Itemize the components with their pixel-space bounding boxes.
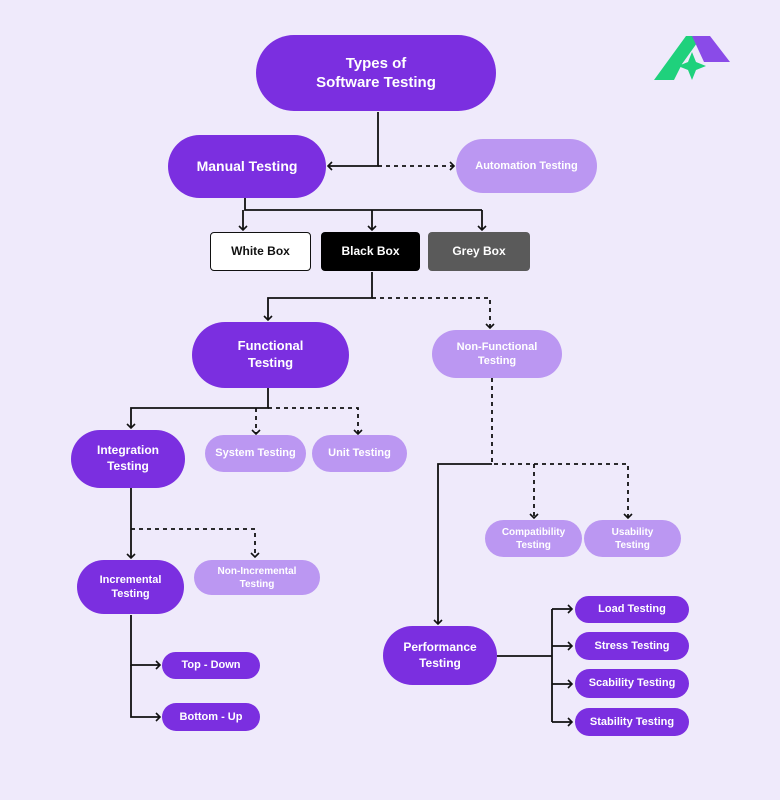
top-down-node: Top - Down xyxy=(162,652,260,679)
compatibility-testing-node: Compatibility Testing xyxy=(485,520,582,557)
incremental-testing-node: Incremental Testing xyxy=(77,560,184,614)
bottom-up-node: Bottom - Up xyxy=(162,703,260,731)
functional-testing-node: Functional Testing xyxy=(192,322,349,388)
white-box-node: White Box xyxy=(210,232,311,271)
black-box-node: Black Box xyxy=(321,232,420,271)
stability-testing-node: Stability Testing xyxy=(575,708,689,736)
integration-testing-node: Integration Testing xyxy=(71,430,185,488)
manual-testing-node: Manual Testing xyxy=(168,135,326,198)
load-testing-node: Load Testing xyxy=(575,596,689,623)
usability-testing-node: Usability Testing xyxy=(584,520,681,557)
edge-blackbox-functional xyxy=(263,272,373,322)
edge-root-manual xyxy=(326,112,379,171)
non-functional-testing-node: Non-Functional Testing xyxy=(432,330,562,378)
automation-testing-node: Automation Testing xyxy=(456,139,597,193)
grey-box-node: Grey Box xyxy=(428,232,530,271)
brand-logo-icon xyxy=(654,36,730,80)
stress-testing-node: Stress Testing xyxy=(575,632,689,660)
edge-integration-nonincremental xyxy=(131,528,260,559)
non-incremental-testing-node: Non-Incremental Testing xyxy=(194,560,320,595)
performance-testing-node: Performance Testing xyxy=(383,626,497,685)
edge-nonfunctional-performance xyxy=(433,463,492,626)
edge-incremental-bottomup xyxy=(130,665,162,722)
edge-nonfunctional-down xyxy=(491,378,633,520)
edge-manual-boxes xyxy=(244,198,482,211)
edge-functional-integration xyxy=(126,388,269,430)
edge-blackbox-nonfunctional xyxy=(372,297,495,330)
scalability-testing-node: Scability Testing xyxy=(575,669,689,698)
system-testing-node: System Testing xyxy=(205,435,306,472)
root-node: Types of Software Testing xyxy=(256,35,496,111)
edge-incremental-topdown xyxy=(130,615,162,670)
unit-testing-node: Unit Testing xyxy=(312,435,407,472)
edge-functional-system-unit xyxy=(268,407,363,436)
